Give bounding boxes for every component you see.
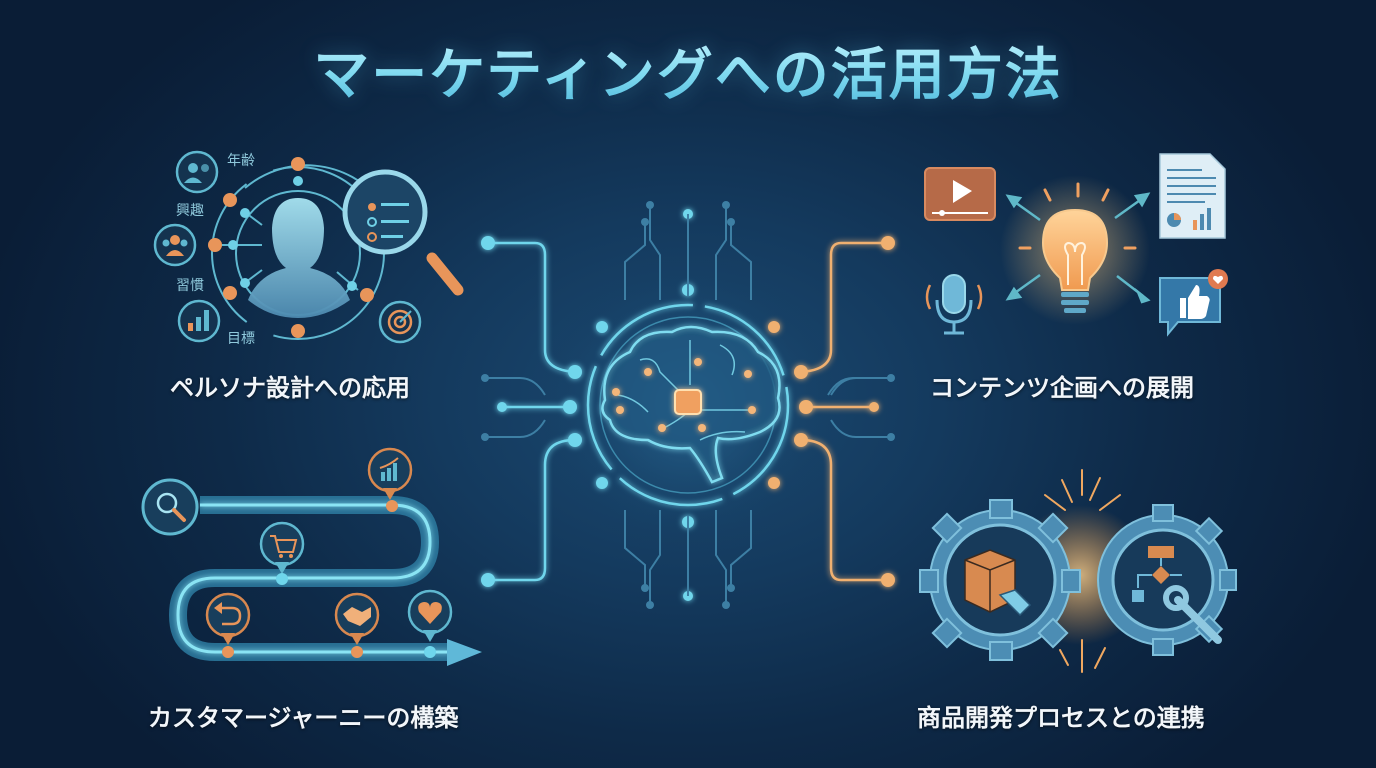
label-persona: ペルソナ設計への応用 bbox=[170, 374, 410, 402]
heart-icon bbox=[407, 589, 453, 658]
search-icon bbox=[141, 478, 199, 536]
chip-icon bbox=[674, 389, 702, 415]
bar-chart-icon bbox=[177, 299, 221, 343]
gear-box-icon bbox=[919, 499, 1081, 661]
growth-chart-icon bbox=[367, 447, 413, 512]
attribute-habit: 習慣 bbox=[176, 278, 204, 294]
persona-illustration bbox=[153, 150, 464, 344]
handshake-icon bbox=[334, 592, 380, 658]
attribute-interest: 興趣 bbox=[176, 203, 204, 219]
page-title: マーケティングへの活用方法 bbox=[0, 30, 1376, 111]
journey-illustration bbox=[141, 447, 482, 666]
document-report-icon bbox=[1159, 153, 1226, 239]
people-icon bbox=[153, 223, 197, 267]
user-silhouette-icon bbox=[248, 198, 350, 318]
attribute-age: 年齢 bbox=[227, 153, 255, 169]
spark-icon bbox=[1044, 469, 1121, 673]
thumbs-up-chat-icon bbox=[1159, 269, 1228, 337]
attribute-goal: 目標 bbox=[227, 331, 255, 347]
microphone-icon bbox=[925, 274, 983, 335]
brain-circuit-icon bbox=[481, 201, 895, 609]
content-illustration bbox=[924, 153, 1228, 337]
return-icon bbox=[205, 592, 251, 658]
label-content: コンテンツ企画への展開 bbox=[930, 374, 1194, 402]
wrench-icon bbox=[1163, 585, 1222, 644]
shopping-cart-icon bbox=[259, 521, 305, 585]
group-icon bbox=[175, 150, 219, 194]
product-illustration bbox=[919, 469, 1237, 673]
label-product: 商品開発プロセスとの連携 bbox=[917, 704, 1205, 732]
label-journey: カスタマージャーニーの構築 bbox=[148, 704, 459, 732]
video-play-icon bbox=[924, 167, 996, 221]
magnifier-list-icon bbox=[342, 169, 464, 296]
target-icon bbox=[378, 300, 422, 344]
lightbulb-icon bbox=[1018, 182, 1137, 313]
arrow-right-icon bbox=[447, 639, 482, 666]
